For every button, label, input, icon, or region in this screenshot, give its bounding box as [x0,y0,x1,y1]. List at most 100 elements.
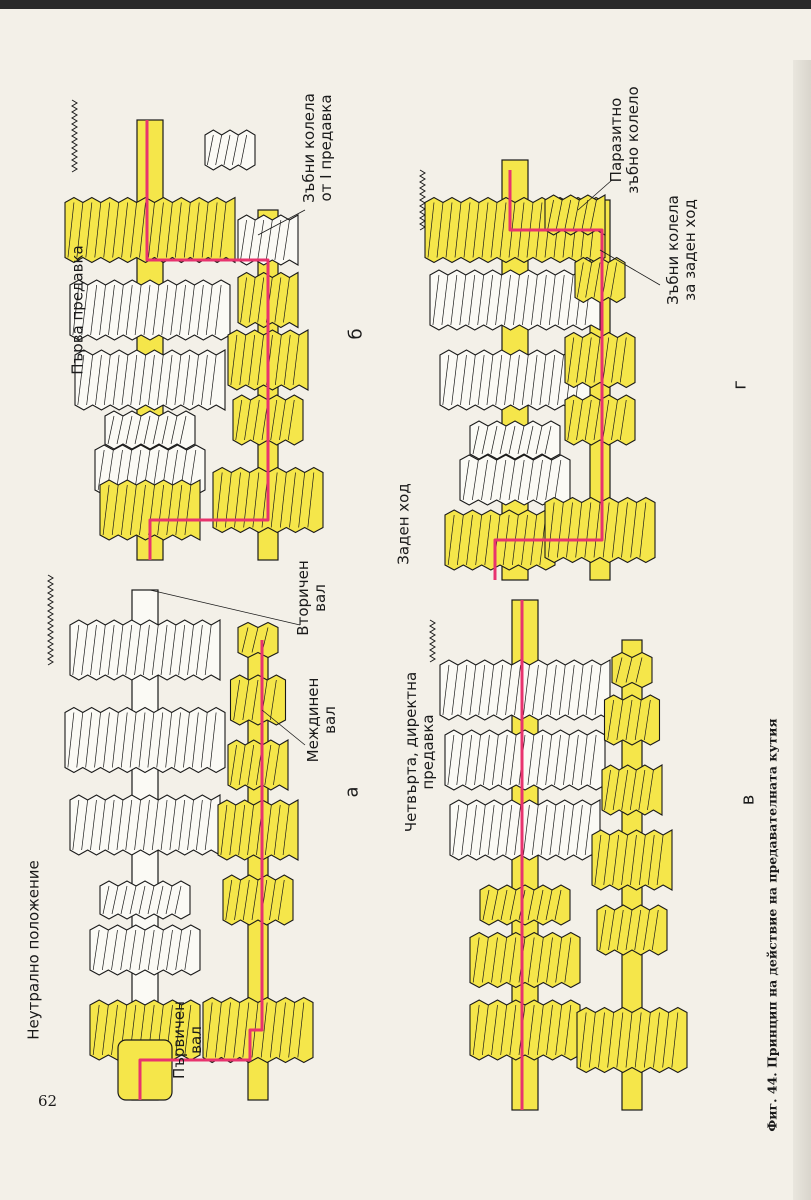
gear-tooth [445,202,453,258]
gear-tooth [638,769,646,811]
gear-tooth [490,202,498,258]
gear-tooth [229,804,237,856]
gear-tooth [477,274,485,326]
gear-tooth [247,744,255,786]
gear-tooth [530,354,538,406]
gear-tooth [152,415,160,445]
gear-tooth [251,627,259,653]
gear-tooth [183,202,191,258]
housing-break-mark [71,99,78,173]
gear-tooth [523,664,530,716]
gear-tooth [495,354,503,406]
gear-tooth [576,399,583,441]
gear-tooth [436,202,444,258]
gear-tooth [593,337,601,383]
gear-tooth [244,399,251,441]
gear-tooth [138,885,146,915]
gear-tooth [432,274,440,326]
gear-tooth [517,459,525,501]
panel-a-letter: а [341,786,363,798]
gear-tooth [639,502,647,558]
gear-tooth [546,937,553,983]
gear-tooth [491,1004,498,1056]
gear [469,420,561,460]
gear-tooth [130,354,138,406]
gear-tooth [607,699,615,741]
gear-tooth [484,514,492,566]
gear-tooth [548,274,556,326]
gear-tooth [209,354,217,406]
gear [564,394,636,446]
gear-tooth [139,484,146,536]
figure-caption: Фиг. 44. Принцип на действие на предават… [764,718,780,1132]
gear-tooth [509,1004,517,1056]
output-shaft-label: Вторичен вал [294,560,329,636]
gear-tooth [465,734,473,786]
gear-tooth [612,834,620,886]
gear-tooth [653,1012,660,1068]
gear-tooth [111,1004,118,1056]
gear-tooth [107,415,115,445]
gear-tooth [242,679,250,721]
gear-tooth [500,937,508,983]
gear-tooth [134,799,141,851]
panel-v-letter: в [737,794,759,806]
gear-tooth [166,202,173,258]
gear-tooth [274,334,282,386]
gear-tooth [248,219,256,261]
gear-tooth [121,202,128,258]
panel-a-title: Неутрално положение [24,860,43,1040]
gear-tooth [647,834,655,886]
gear-tooth [509,734,517,786]
gear-tooth [94,202,102,258]
gear-tooth [279,1002,286,1058]
gear-tooth [608,909,615,951]
gear-tooth [635,657,643,683]
gear-tooth [629,769,637,811]
gear-tooth [116,284,124,336]
gear-tooth [81,624,88,676]
gear-tooth [447,514,455,566]
gear-tooth [481,202,489,258]
gear-tooth [575,502,583,558]
gear-tooth [593,262,601,298]
gear-tooth [500,734,508,786]
gear-tooth [90,624,97,676]
gear-tooth [188,284,195,336]
gear-tooth [240,277,247,323]
gear-tooth [134,624,141,676]
gear [591,829,673,891]
gear-tooth [540,804,548,856]
gear-tooth [647,769,654,811]
gear-tooth [111,929,118,971]
gear-tooth [101,929,109,971]
gear-tooth [588,1012,596,1068]
gear-tooth [67,202,75,258]
gear-tooth [108,284,115,336]
gear-tooth [536,889,544,921]
gear-tooth [161,415,169,445]
gear-tooth [513,354,520,406]
gear-tooth [442,664,450,716]
gear-tooth [223,134,231,166]
gear-tooth [584,399,592,441]
gear-tooth [474,734,481,786]
gear-tooth [566,274,574,326]
gear [99,479,201,541]
gear [104,410,196,450]
gear-tooth [490,425,498,455]
gear-tooth [287,399,295,441]
gear-tooth [544,425,552,455]
gear-tooth [191,712,199,768]
gear-tooth [138,712,146,768]
gear-tooth [170,415,178,445]
gear-tooth [292,334,300,386]
gear-tooth [616,699,624,741]
gear-tooth [264,804,272,856]
gear-tooth [612,769,620,811]
gear-tooth [183,354,191,406]
gear-tooth [288,1002,296,1058]
gear-tooth [481,1004,489,1056]
gear-tooth [120,929,128,971]
gear-tooth [240,219,247,261]
